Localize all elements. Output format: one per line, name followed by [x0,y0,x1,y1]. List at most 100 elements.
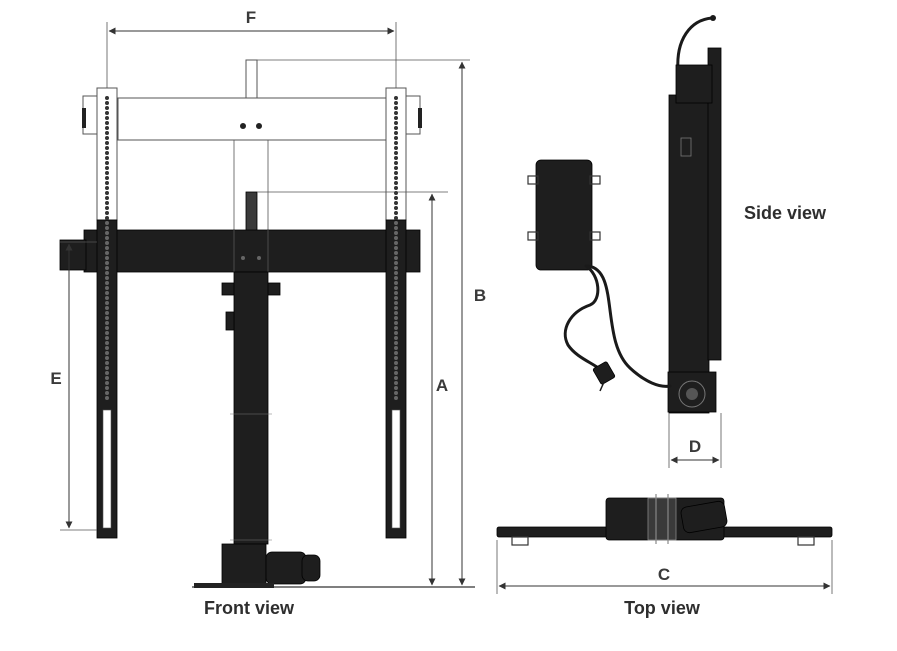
chain-link [394,226,398,230]
chain-link [394,231,398,235]
chain-link [105,246,109,250]
chain-link [105,226,109,230]
chain-link [394,186,398,190]
chain-link [105,291,109,295]
chain-link [394,176,398,180]
dimension-label-b: B [474,286,486,305]
chain-link [394,296,398,300]
chain-link [394,156,398,160]
chain-link [105,206,109,210]
chain-link [394,336,398,340]
chain-link [394,251,398,255]
chain-link [105,141,109,145]
dimension-label-d: D [689,437,701,456]
chain-link [394,241,398,245]
chain-link [394,166,398,170]
chain-link [105,361,109,365]
chain-link [105,236,109,240]
chain-link [394,96,398,100]
chain-link [105,306,109,310]
chain-link [105,371,109,375]
chain-link [394,196,398,200]
chain-link [105,391,109,395]
chain-link [105,96,109,100]
chain-link [394,291,398,295]
chain-link [105,266,109,270]
chain-link [105,366,109,370]
chain-link [394,201,398,205]
chain-link [105,196,109,200]
chain-link [394,151,398,155]
chain-link [105,326,109,330]
chain-link [105,171,109,175]
chain-link [394,281,398,285]
chain-link [394,276,398,280]
chain-link [394,131,398,135]
chain-link [394,221,398,225]
chain-link [105,256,109,260]
chain-link [394,211,398,215]
chain-link [394,366,398,370]
chain-link [105,146,109,150]
chain-link [394,206,398,210]
dimension-label-f: F [246,8,256,27]
chain-link [105,186,109,190]
chain-link [394,111,398,115]
chain-link [105,341,109,345]
chain-link [105,351,109,355]
dimension-e [60,241,97,531]
chain-link [394,271,398,275]
chain-link [394,146,398,150]
front-view-label: Front view [204,598,295,618]
chain-link [105,331,109,335]
chain-link [105,211,109,215]
chain-link [105,376,109,380]
chain-link [394,121,398,125]
top-view-label: Top view [624,598,701,618]
chain-link [394,116,398,120]
chain-link [105,231,109,235]
side-view-label: Side view [744,203,827,223]
chain-link [105,356,109,360]
front-view-drawing [59,59,475,588]
chain-link [394,101,398,105]
chain-link [394,396,398,400]
chain-link [105,296,109,300]
chain-link [105,126,109,130]
chain-link [105,191,109,195]
chain-link [394,216,398,220]
chain-link [105,271,109,275]
chain-link [394,306,398,310]
chain-link [105,261,109,265]
chain-link [105,381,109,385]
chain-link [394,346,398,350]
chain-link [394,361,398,365]
chain-link [394,246,398,250]
chain-link [105,156,109,160]
dimension-label-c: C [658,565,670,584]
chain-link [394,311,398,315]
chain-link [105,316,109,320]
chain-link [105,241,109,245]
chain-link [105,216,109,220]
chain-link [105,286,109,290]
chain-link [394,236,398,240]
chain-link [105,276,109,280]
chain-link [394,386,398,390]
chain-link [105,116,109,120]
chain-link [105,121,109,125]
chain-link [394,286,398,290]
front-view-chain-links [105,96,398,400]
side-view-drawing [527,15,722,414]
chain-link [394,376,398,380]
chain-link [105,346,109,350]
dimension-label-e: E [50,369,61,388]
chain-link [394,301,398,305]
chain-link [394,181,398,185]
chain-link [394,316,398,320]
chain-link [105,336,109,340]
chain-link [394,266,398,270]
chain-link [394,321,398,325]
chain-link [394,191,398,195]
chain-link [105,386,109,390]
